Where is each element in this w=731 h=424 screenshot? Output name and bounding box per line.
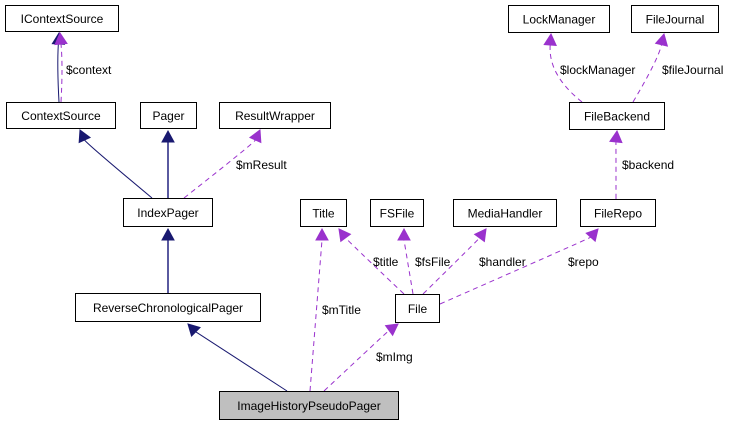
node-label: ReverseChronologicalPager [93, 301, 243, 315]
arrowhead-icon [248, 129, 262, 144]
usage-edge-filebackend-to-lockmanager [549, 44, 583, 103]
edge-label-handler: $handler [479, 255, 526, 269]
usage-edge-file-to-fsfile [403, 239, 414, 295]
class-node-fsfile[interactable]: FSFile [370, 199, 424, 227]
node-label: FileBackend [584, 110, 650, 124]
node-box [75, 293, 261, 322]
node-label: FSFile [380, 207, 415, 221]
node-label: ResultWrapper [235, 109, 315, 123]
edge-label-backend: $backend [622, 158, 674, 172]
inheritance-edge-contextsource-to-icontextsource [57, 43, 60, 103]
node-box [395, 294, 440, 323]
node-box [580, 199, 656, 227]
class-node-indexpager[interactable]: IndexPager [123, 198, 213, 227]
arrowhead-icon [161, 227, 175, 241]
node-label: Pager [152, 109, 184, 123]
usage-edge-imagehistorypseudopager-to-file [323, 330, 390, 392]
node-box [508, 5, 610, 33]
node-label: FileRepo [594, 207, 642, 221]
edge-label-fsfile: $fsFile [415, 255, 451, 269]
arrowhead-icon [187, 323, 201, 337]
edge-label-filejournal: $fileJournal [662, 63, 723, 77]
node-box [5, 5, 119, 32]
edge-label-mresult: $mResult [236, 158, 287, 172]
usage-edge-file-to-mediahandler [422, 237, 480, 295]
usage-edge-filebackend-to-filejournal [632, 44, 663, 103]
node-label: File [408, 302, 428, 316]
class-node-imagehistorypseudopager: ImageHistoryPseudoPager [219, 391, 399, 420]
usage-edge-file-to-filerepo [439, 236, 592, 305]
class-node-filerepo[interactable]: FileRepo [580, 199, 656, 227]
arrowhead-icon [543, 32, 557, 46]
class-node-file[interactable]: File [395, 294, 440, 323]
node-box [631, 5, 719, 33]
node-label: LockManager [523, 13, 596, 27]
class-node-filejournal[interactable]: FileJournal [631, 5, 719, 33]
node-box [453, 199, 557, 227]
node-label: IndexPager [137, 206, 198, 220]
class-node-pager[interactable]: Pager [140, 102, 197, 129]
edge-label-mimg: $mImg [376, 350, 413, 364]
arrowhead-icon [473, 228, 487, 243]
class-node-reversechronologicalpager[interactable]: ReverseChronologicalPager [75, 293, 261, 322]
arrowhead-icon [384, 323, 399, 337]
usage-edge-contextsource-to-icontextsource [60, 43, 63, 103]
node-label: ContextSource [21, 109, 101, 123]
node-box [300, 199, 347, 227]
usage-edge-file-to-title [345, 237, 405, 295]
edge-label-repo: $repo [568, 255, 599, 269]
edge-label-mtitle: $mTitle [322, 303, 361, 317]
arrowhead-icon [609, 129, 623, 144]
arrowhead-icon [585, 228, 599, 243]
inheritance-edge-indexpager-to-contextsource [84, 139, 153, 199]
arrowhead-icon [78, 129, 92, 144]
usage-edge-indexpager-to-resultwrapper [183, 139, 256, 199]
node-box [569, 102, 665, 130]
class-node-title[interactable]: Title [300, 199, 347, 227]
edges-layer [51, 31, 669, 392]
node-label: IContextSource [21, 12, 104, 26]
usage-edge-imagehistorypseudopager-to-title [309, 239, 323, 392]
edge-labels-layer: $context $mResult $mTitle $mImg $title $fsFil… [66, 63, 723, 364]
node-box [219, 102, 331, 129]
class-node-filebackend[interactable]: FileBackend [569, 102, 665, 130]
arrowhead-icon [338, 228, 352, 243]
inheritance-edge-imagehistorypseudopager-to-reversechronologicalpager [195, 331, 288, 392]
node-box [370, 199, 424, 227]
class-node-lockmanager[interactable]: LockManager [508, 5, 610, 33]
arrowhead-icon [397, 227, 411, 241]
node-label: MediaHandler [468, 207, 543, 221]
class-node-icontextsource[interactable]: IContextSource [5, 5, 119, 32]
edge-label-title: $title [373, 255, 399, 269]
node-box [6, 102, 116, 129]
edge-label-lockmanager: $lockManager [560, 63, 635, 77]
class-node-resultwrapper[interactable]: ResultWrapper [219, 102, 331, 129]
arrowhead-icon [54, 31, 68, 46]
node-label: ImageHistoryPseudoPager [237, 399, 380, 413]
node-label: Title [312, 207, 335, 221]
node-box [123, 198, 213, 227]
node-label: FileJournal [646, 13, 705, 27]
edge-label-context: $context [66, 63, 112, 77]
node-box [219, 391, 399, 420]
arrowhead-icon [315, 227, 329, 241]
class-node-contextsource[interactable]: ContextSource [6, 102, 116, 129]
class-node-mediahandler[interactable]: MediaHandler [453, 199, 557, 227]
arrowhead-icon [654, 32, 669, 47]
arrowhead-icon [161, 129, 175, 143]
node-box [140, 102, 197, 129]
